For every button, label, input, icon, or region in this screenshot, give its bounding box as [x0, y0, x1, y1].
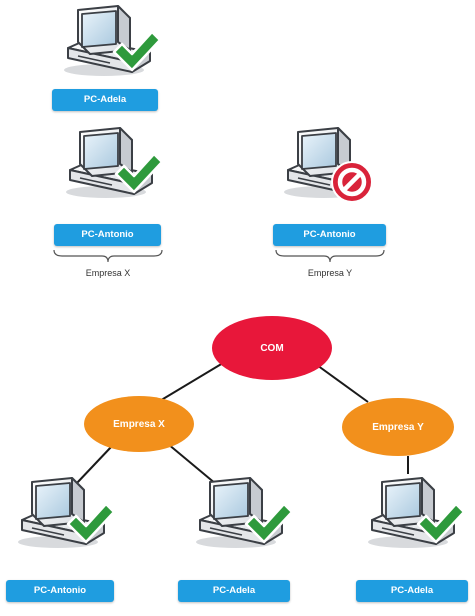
computer-icon	[195, 477, 292, 549]
branch-node-empresa-y: Empresa Y	[342, 398, 454, 456]
branch-node-label: Empresa Y	[372, 421, 424, 433]
branch-node-empresa-x: Empresa X	[84, 396, 194, 452]
branch-node-label: Empresa X	[113, 418, 165, 430]
pc-label[interactable]: PC-Antonio	[273, 224, 386, 246]
pc-label[interactable]: PC-Adela	[52, 89, 158, 111]
group-label: Empresa Y	[307, 268, 353, 278]
group-label: Empresa X	[85, 268, 131, 278]
group-bracket	[53, 249, 163, 263]
computer-icon	[367, 477, 464, 549]
root-node: COM	[212, 316, 332, 380]
root-node-label: COM	[260, 342, 284, 354]
pc-label[interactable]: PC-Antonio	[6, 580, 114, 602]
pc-label[interactable]: PC-Antonio	[54, 224, 161, 246]
pc-label[interactable]: PC-Adela	[178, 580, 290, 602]
pc-label[interactable]: PC-Adela	[356, 580, 468, 602]
group-bracket	[275, 249, 385, 263]
computer-icon	[17, 477, 114, 549]
